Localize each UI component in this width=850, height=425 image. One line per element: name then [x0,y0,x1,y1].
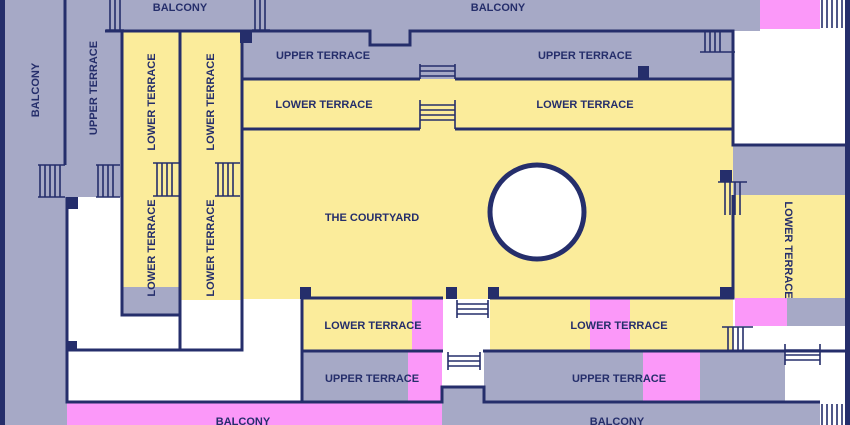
stairs-icon [456,300,489,318]
label-upper-terrace-top-right: UPPER TERRACE [538,50,632,62]
label-lower-terrace-col2-bottom: LOWER TERRACE [205,199,217,296]
label-lower-terrace-bottom-right: LOWER TERRACE [570,320,667,332]
label-upper-terrace-top-left: UPPER TERRACE [276,50,370,62]
lower-terrace-bottom-pink1 [412,299,443,351]
lower-terrace-col1-grey [122,287,180,315]
balcony-left-area[interactable] [5,0,67,425]
label-upper-terrace-left: UPPER TERRACE [88,41,100,135]
stairs-icon [38,164,65,198]
right-pink [735,298,787,326]
upper-terrace-bottom-pink2 [643,352,700,402]
label-lower-terrace-bottom-left: LOWER TERRACE [324,320,421,332]
upper-terrace-bottom-grey-notch [442,387,484,402]
label-lower-terrace-col1-top: LOWER TERRACE [146,53,158,150]
right-grey-area [733,145,845,195]
upper-terrace-bottom-pink1 [408,352,442,402]
lower-terrace-top-area[interactable] [242,79,733,129]
stairs-icon [215,162,240,197]
stairs-icon [96,164,120,198]
label-balcony-left: BALCONY [30,62,42,117]
lower-terrace-col1-area[interactable] [122,31,180,287]
stairs-icon [252,0,270,31]
stairs-icon [722,326,753,351]
courtyard-fountain [487,162,587,262]
upper-terrace-top-area[interactable] [242,31,733,79]
stair-gap [443,299,490,351]
balcony-top-area[interactable] [105,0,760,31]
label-lower-terrace-right: LOWER TERRACE [782,201,794,298]
stairs-icon [821,404,843,425]
label-courtyard: THE COURTYARD [325,212,419,224]
stairs-icon [419,100,456,129]
stairs-icons [38,0,843,425]
label-upper-terrace-bottom-left: UPPER TERRACE [325,373,419,385]
balcony-bottom-right-area[interactable] [442,402,820,425]
lower-terrace-col2-area[interactable] [180,31,242,300]
lower-terrace-bottom-pink2 [590,299,630,351]
label-balcony-top-left: BALCONY [153,2,208,14]
balcony-top-pink [760,0,820,29]
label-lower-terrace-top-left: LOWER TERRACE [275,99,372,111]
lower-terrace-bottom-area[interactable] [302,299,733,351]
label-lower-terrace-col2-top: LOWER TERRACE [205,53,217,150]
stairs-icon [447,352,481,370]
label-balcony-bottom-right: BALCONY [590,416,645,425]
stairs-icon [106,0,124,31]
stairs-icon [419,64,456,79]
stairs-icon [153,162,180,197]
upper-terrace-left-area[interactable] [67,0,122,197]
label-lower-terrace-top-right: LOWER TERRACE [536,99,633,111]
lower-terrace-right-area[interactable] [733,195,845,298]
courtyard-area[interactable] [242,129,733,299]
label-balcony-top-right: BALCONY [471,2,526,14]
upper-terrace-bottom-right-area[interactable] [484,352,785,402]
stairs-icon [784,344,821,365]
label-upper-terrace-bottom-right: UPPER TERRACE [572,373,666,385]
balcony-bottom-left-area[interactable] [67,402,442,425]
label-balcony-bottom-left: BALCONY [216,416,271,425]
stairs-icon [821,0,843,28]
stairs-icon [700,32,735,53]
right-grey-small [787,298,845,326]
label-lower-terrace-col1-bottom: LOWER TERRACE [146,199,158,296]
stairs-icon [718,181,747,215]
